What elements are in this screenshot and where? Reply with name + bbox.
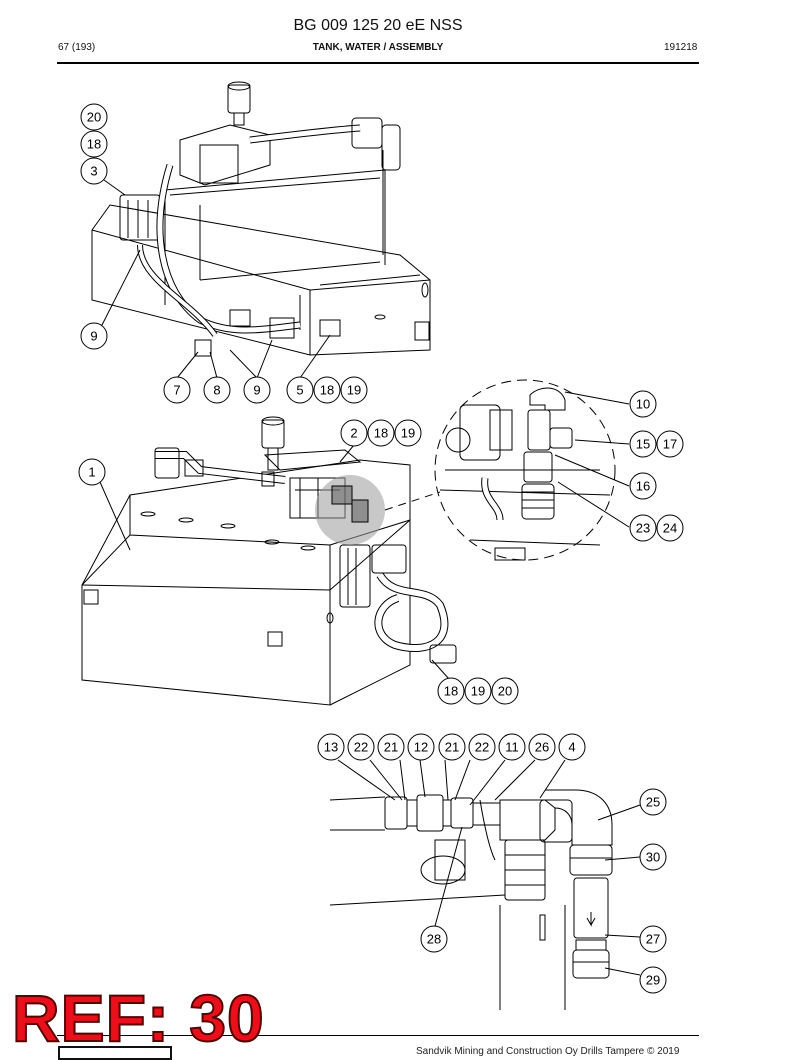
callout-24: 24	[656, 514, 684, 542]
callout-5: 5	[286, 376, 314, 404]
document-date: 191218	[664, 42, 698, 53]
svg-text:1: 1	[88, 465, 95, 480]
svg-text:9: 9	[253, 383, 260, 398]
svg-text:20: 20	[498, 684, 512, 699]
callout-19: 19	[394, 419, 422, 447]
callout-2: 2	[340, 419, 368, 447]
callout-18: 18	[437, 677, 465, 705]
reference-watermark: REF: 30	[11, 981, 265, 1055]
callout-21: 21	[377, 733, 405, 761]
footer-rule	[57, 1035, 699, 1036]
callout-28: 28	[420, 925, 448, 953]
svg-text:18: 18	[87, 137, 101, 152]
leader-lines	[99, 179, 641, 976]
page-number: 67 (193)	[58, 42, 96, 53]
svg-text:25: 25	[646, 795, 660, 810]
footer-copyright: Sandvik Mining and Construction Oy Drill…	[416, 1046, 680, 1057]
svg-text:22: 22	[475, 740, 489, 755]
svg-text:8: 8	[213, 383, 220, 398]
callout-1: 1	[78, 458, 106, 486]
callout-18: 18	[367, 419, 395, 447]
callout-19: 19	[340, 376, 368, 404]
svg-text:22: 22	[354, 740, 368, 755]
svg-text:12: 12	[414, 740, 428, 755]
callout-9: 9	[80, 322, 108, 350]
svg-text:13: 13	[324, 740, 338, 755]
svg-text:18: 18	[320, 383, 334, 398]
svg-text:21: 21	[445, 740, 459, 755]
callout-26: 26	[528, 733, 556, 761]
svg-text:18: 18	[444, 684, 458, 699]
svg-text:3: 3	[90, 164, 97, 179]
callout-22: 22	[468, 733, 496, 761]
svg-text:26: 26	[535, 740, 549, 755]
svg-text:24: 24	[663, 521, 677, 536]
svg-text:27: 27	[646, 932, 660, 947]
svg-text:20: 20	[87, 110, 101, 125]
callout-15: 15	[629, 430, 657, 458]
svg-text:28: 28	[427, 932, 441, 947]
callout-4: 4	[558, 733, 586, 761]
callout-7: 7	[163, 376, 191, 404]
callout-23: 23	[629, 514, 657, 542]
callout-16: 16	[629, 472, 657, 500]
svg-text:2: 2	[350, 426, 357, 441]
callout-29: 29	[639, 966, 667, 994]
svg-text:10: 10	[636, 397, 650, 412]
callout-30: 30	[639, 843, 667, 871]
svg-text:15: 15	[636, 437, 650, 452]
callout-17: 17	[656, 430, 684, 458]
section-title: TANK, WATER / ASSEMBLY	[312, 42, 444, 53]
svg-text:19: 19	[347, 383, 361, 398]
svg-text:16: 16	[636, 479, 650, 494]
svg-text:19: 19	[401, 426, 415, 441]
svg-text:5: 5	[296, 383, 303, 398]
svg-text:4: 4	[568, 740, 575, 755]
callout-20: 20	[491, 677, 519, 705]
callout-13: 13	[317, 733, 345, 761]
svg-text:21: 21	[384, 740, 398, 755]
middle-tank-view	[81, 416, 457, 706]
svg-text:7: 7	[173, 383, 180, 398]
svg-text:19: 19	[471, 684, 485, 699]
detail-circle-view	[434, 379, 616, 561]
callout-11: 11	[498, 733, 526, 761]
svg-text:9: 9	[90, 329, 97, 344]
callout-18: 18	[313, 376, 341, 404]
document-title: BG 009 125 20 eE NSS	[293, 17, 463, 34]
callout-21: 21	[438, 733, 466, 761]
header-rule	[57, 62, 699, 64]
callout-10: 10	[629, 390, 657, 418]
callout-3: 3	[80, 157, 108, 185]
svg-text:23: 23	[636, 521, 650, 536]
callout-18: 18	[80, 130, 108, 158]
callout-25: 25	[639, 788, 667, 816]
callout-20: 20	[80, 103, 108, 131]
callout-27: 27	[639, 925, 667, 953]
callout-22: 22	[347, 733, 375, 761]
svg-text:17: 17	[663, 437, 677, 452]
svg-text:11: 11	[505, 740, 519, 755]
callout-9: 9	[243, 376, 271, 404]
bottom-detail-view	[329, 789, 613, 1010]
svg-text:29: 29	[646, 973, 660, 988]
top-tank-view	[91, 81, 431, 357]
svg-text:18: 18	[374, 426, 388, 441]
svg-text:30: 30	[646, 850, 660, 865]
callout-8: 8	[203, 376, 231, 404]
callout-19: 19	[464, 677, 492, 705]
callout-12: 12	[407, 733, 435, 761]
